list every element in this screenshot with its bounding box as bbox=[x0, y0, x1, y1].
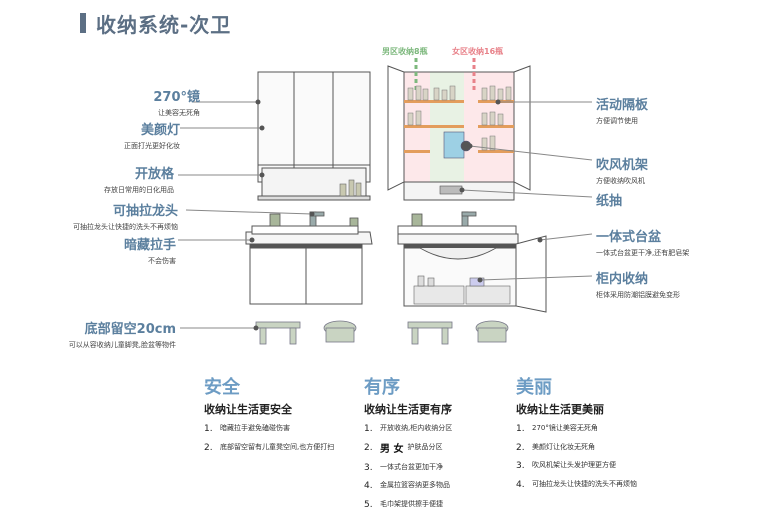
label-beauty-light-sub: 正面打光更好化妆 bbox=[124, 142, 180, 150]
list-item: 2.男 女护肤品分区 bbox=[364, 442, 443, 455]
label-pullout-faucet-sub: 可抽拉龙头让快捷的洗头不再烦恼 bbox=[73, 223, 178, 231]
label-hairdryer-rack-title: 吹风机架 bbox=[596, 158, 649, 173]
label-tissue-title: 纸抽 bbox=[596, 194, 623, 209]
label-integrated-basin: 一体式台盆 一体式台盆更干净,还有肥皂架 bbox=[596, 226, 760, 258]
column-safety-sub: 收纳让生活更安全 bbox=[204, 403, 292, 416]
label-movable-shelf: 活动隔板 方便调节使用 bbox=[596, 94, 760, 126]
tissue-box bbox=[439, 185, 463, 195]
column-order-head: 有序 bbox=[364, 377, 400, 398]
list-item: 3.吹风机架让头发护理更方便 bbox=[516, 461, 616, 471]
label-mirror-sub: 让美容无死角 bbox=[158, 109, 200, 117]
list-item: 1.暗藏拉手避免磕碰伤害 bbox=[204, 424, 290, 434]
hairdryer-zone bbox=[443, 131, 472, 159]
list-item: 2.底部留空留有儿童凳空间,也方便打扫 bbox=[204, 442, 335, 453]
list-item: 3.一体式台盆更加干净 bbox=[364, 462, 443, 473]
cabinet-bottles bbox=[407, 85, 512, 151]
left-faucet bbox=[269, 211, 359, 227]
label-cabinet-storage: 柜内收纳 柜体采用防潮铝膜避免变形 bbox=[596, 268, 760, 300]
label-integrated-basin-title: 一体式台盆 bbox=[596, 230, 662, 245]
label-hidden-handle-sub: 不会伤害 bbox=[148, 257, 176, 265]
list-item: 4.可抽拉龙头让快捷的洗头不再烦恼 bbox=[516, 479, 637, 490]
label-integrated-basin-sub: 一体式台盆更干净,还有肥皂架 bbox=[596, 249, 690, 257]
label-pullout-faucet-title: 可抽拉龙头 bbox=[112, 204, 178, 219]
female-zone-label: 女区收纳16瓶 bbox=[452, 47, 504, 56]
right-stool bbox=[407, 320, 509, 345]
cabinet-basket bbox=[413, 275, 511, 305]
label-open-shelf-sub: 存放日常用的日化用品 bbox=[104, 186, 174, 194]
label-tissue: 纸抽 bbox=[596, 190, 760, 209]
column-order-sub: 收纳让生活更有序 bbox=[364, 403, 452, 416]
label-mirror: 270°镜 让美容无死角 bbox=[0, 86, 200, 118]
label-pullout-faucet: 可抽拉龙头 可抽拉龙头让快捷的洗头不再烦恼 bbox=[0, 200, 178, 232]
label-movable-shelf-sub: 方便调节使用 bbox=[596, 117, 638, 125]
label-open-shelf-title: 开放格 bbox=[134, 167, 174, 182]
list-item: 4.金属拉篮容纳更多物品 bbox=[364, 481, 450, 491]
list-item: 1.270°镜让美容无死角 bbox=[516, 424, 598, 434]
left-leader-lines bbox=[178, 101, 313, 329]
left-mirror-cabinet bbox=[257, 71, 371, 201]
label-beauty-light: 美颜灯 正面打光更好化妆 bbox=[0, 119, 180, 151]
label-cabinet-storage-sub: 柜体采用防潮铝膜避免变形 bbox=[596, 291, 680, 299]
open-shelf-bottles bbox=[339, 179, 362, 197]
cabinet-illustration bbox=[178, 58, 593, 345]
label-hidden-handle-title: 暗藏拉手 bbox=[123, 238, 176, 253]
label-beauty-light-title: 美颜灯 bbox=[140, 123, 180, 138]
column-order: 有序 收纳让生活更有序 1.开放收纳,柜内收纳分区 2.男 女护肤品分区 3.一… bbox=[364, 373, 514, 517]
label-open-shelf: 开放格 存放日常用的日化用品 bbox=[0, 163, 174, 195]
list-item: 1.开放收纳,柜内收纳分区 bbox=[364, 424, 453, 434]
list-item: 2.美颜灯让化妆无死角 bbox=[516, 442, 595, 453]
label-cabinet-storage-title: 柜内收纳 bbox=[596, 272, 649, 287]
page-title: 收纳系统-次卫 bbox=[96, 13, 232, 37]
label-hairdryer-rack-sub: 方便收纳吹风机 bbox=[596, 177, 645, 185]
left-vanity bbox=[245, 225, 373, 305]
column-beauty: 美丽 收纳让生活更美丽 1.270°镜让美容无死角 2.美颜灯让化妆无死角 3.… bbox=[516, 373, 656, 497]
label-hidden-handle: 暗藏拉手 不会伤害 bbox=[0, 234, 176, 266]
label-mirror-title: 270°镜 bbox=[153, 90, 200, 105]
male-zone-label: 男区收纳8瓶 bbox=[382, 47, 428, 56]
column-safety-head: 安全 bbox=[204, 377, 240, 398]
label-movable-shelf-title: 活动隔板 bbox=[596, 98, 649, 113]
column-safety: 安全 收纳让生活更安全 1.暗藏拉手避免磕碰伤害 2.底部留空留有儿童凳空间,也… bbox=[204, 373, 354, 460]
right-leader-lines bbox=[461, 101, 593, 281]
list-item: 5.毛巾架提供擦手便捷 bbox=[364, 499, 443, 510]
left-stool bbox=[255, 320, 357, 345]
right-faucet bbox=[411, 211, 477, 227]
column-beauty-sub: 收纳让生活更美丽 bbox=[516, 403, 604, 416]
zone-markers bbox=[414, 58, 476, 90]
label-bottom-space-sub: 可以从容收纳儿童脚凳,脸盆等物件 bbox=[68, 341, 176, 349]
title-accent-bar bbox=[80, 13, 86, 33]
label-bottom-space: 底部留空20cm 可以从容收纳儿童脚凳,脸盆等物件 bbox=[0, 318, 176, 350]
label-bottom-space-title: 底部留空20cm bbox=[84, 322, 176, 337]
label-hairdryer-rack: 吹风机架 方便收纳吹风机 bbox=[596, 154, 760, 186]
column-beauty-head: 美丽 bbox=[516, 377, 552, 398]
